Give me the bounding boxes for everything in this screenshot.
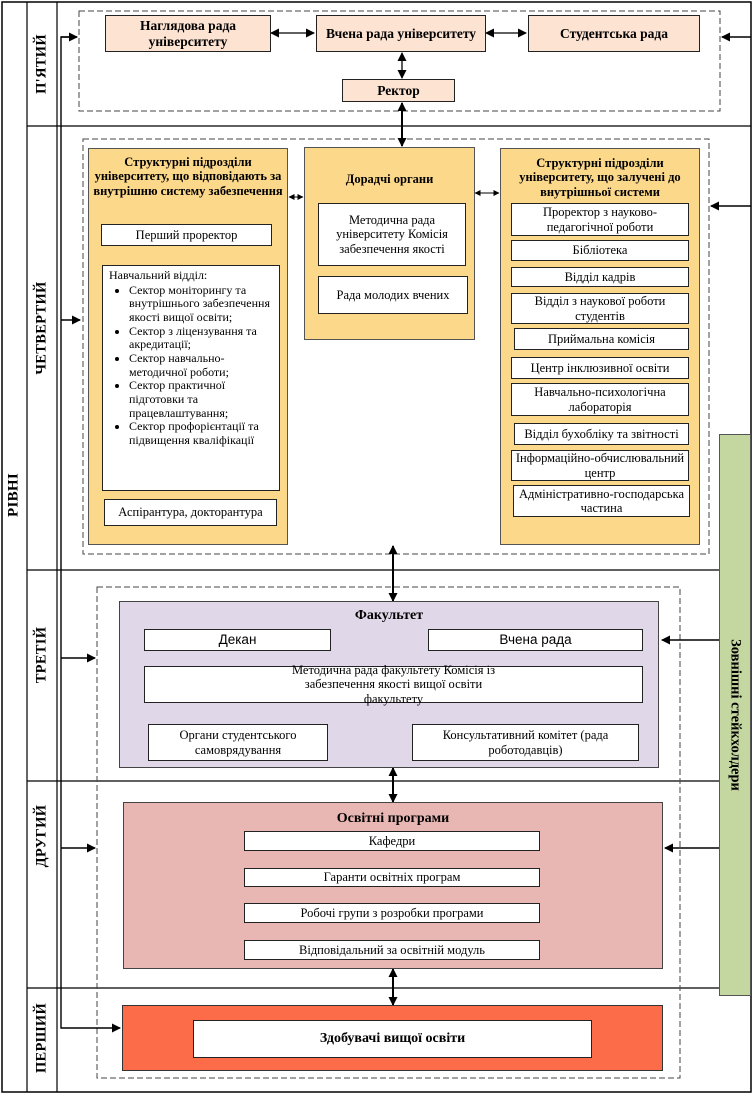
involved-unit: Проректор з науково-педагогічної роботи (511, 203, 689, 236)
external-stakeholders-label: Зовнішні стейкхолдери (727, 639, 744, 791)
rector: Ректор (342, 79, 455, 102)
level-label-second: ДРУГИЙ (33, 804, 50, 868)
sector-list: Сектор моніторингу та внутрішнього забез… (109, 283, 275, 448)
higher-education-seekers: Здобувачі вищої освіти (193, 1020, 592, 1058)
involved-unit: Відділ кадрів (511, 267, 689, 287)
methodological-council: Методична рада університету Комісія забе… (318, 203, 466, 266)
involved-unit: Навчально-психологічна лабораторія (511, 383, 689, 416)
educational-programs-title: Освітні програми (336, 811, 450, 826)
sector-item: Сектор моніторингу та внутрішнього забез… (129, 283, 275, 325)
faculty-title: Факультет (354, 608, 424, 623)
educational-department-title: Навчальний відділ: (109, 268, 208, 282)
program-item-departments: Кафедри (244, 831, 540, 851)
involved-unit: Адміністративно-господарська частина (513, 485, 690, 517)
postgraduate-doctoral: Аспірантура, докторантура (104, 499, 277, 526)
involved-unit: Інформаційно-обчислювальний центр (511, 450, 689, 481)
axis-label-levels: РІВНІ (5, 472, 22, 518)
involved-unit: Відділ бухобліку та звітності (514, 423, 689, 445)
program-item-module-lead: Відповідальний за освітній модуль (244, 940, 540, 960)
panel-advisory-bodies-title: Дорадчі органи (345, 172, 434, 186)
faculty-academic-council: Вчена рада (428, 629, 643, 651)
sector-item: Сектор навчально-методичної роботи; (129, 351, 275, 379)
sector-item: Сектор практичної підготовки та працевла… (129, 379, 275, 420)
dean: Декан (144, 629, 331, 651)
involved-unit: Приймальна комісія (514, 328, 689, 350)
first-vice-rector: Перший проректор (101, 224, 272, 246)
sector-item: Сектор профорієнтації та підвищення квал… (129, 419, 275, 447)
level-label-third: ТРЕТІЙ (33, 626, 50, 684)
external-stakeholders: Зовнішні стейкхолдери (719, 434, 751, 996)
sector-item: Сектор з ліцензування та акредитації; (129, 324, 275, 352)
level-label-fifth: П'ЯТИЙ (33, 34, 50, 94)
involved-unit: Відділ з наукової роботи студентів (511, 293, 689, 324)
level-label-first: ПЕРШИЙ (33, 1002, 50, 1074)
panel-involved-units-title: Структурні підрозділи університету, що з… (519, 156, 681, 199)
young-scientists-council: Рада молодих вчених (318, 276, 468, 314)
supervisory-board: Наглядова рада університету (105, 15, 271, 52)
faculty-methodological-council: Методична рада факультету Комісія із заб… (144, 663, 643, 706)
student-self-government: Органи студентського самоврядування (148, 724, 328, 761)
educational-department: Навчальний відділ: Сектор моніторингу та… (102, 265, 280, 491)
panel-responsible-units-title: Структурні підрозділи університету, що в… (93, 155, 283, 198)
program-item-guarantors: Гаранти освітніх програм (244, 868, 540, 887)
advisory-committee: Консультативний комітет (рада роботодавц… (412, 724, 639, 761)
involved-unit: Бібліотека (511, 240, 689, 261)
program-item-working-groups: Робочі групи з розробки програми (244, 903, 540, 923)
university-academic-council: Вчена рада університету (316, 15, 486, 52)
level-label-fourth: ЧЕТВЕРТИЙ (33, 281, 50, 375)
involved-unit: Центр інклюзивної освіти (511, 357, 689, 379)
student-council: Студентська рада (528, 15, 700, 52)
